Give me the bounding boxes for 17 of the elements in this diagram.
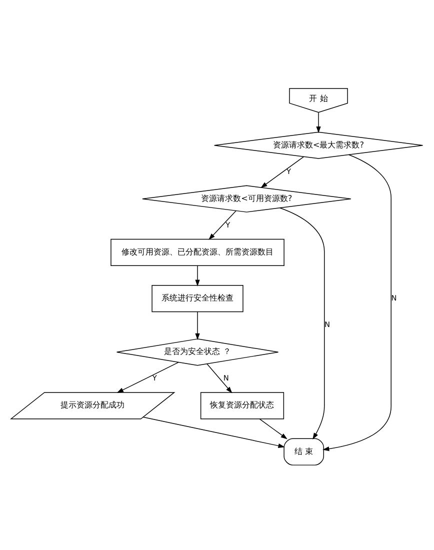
arrow bbox=[316, 112, 321, 133]
arrow bbox=[260, 156, 304, 188]
arrow bbox=[322, 154, 392, 451]
arrow bbox=[208, 210, 236, 240]
edge-label: Y bbox=[286, 166, 292, 176]
edge-label: Y bbox=[226, 220, 230, 229]
arrow bbox=[259, 418, 288, 439]
arrow bbox=[279, 207, 325, 439]
arrow bbox=[195, 264, 200, 286]
edge-label: N bbox=[223, 373, 229, 382]
arrow bbox=[116, 361, 179, 392]
edge-label: N bbox=[391, 292, 397, 302]
arrow bbox=[142, 416, 285, 448]
edge-label: Y bbox=[152, 373, 157, 382]
arrow bbox=[206, 363, 232, 393]
edge-label: N bbox=[324, 320, 330, 329]
arrow bbox=[195, 311, 200, 340]
